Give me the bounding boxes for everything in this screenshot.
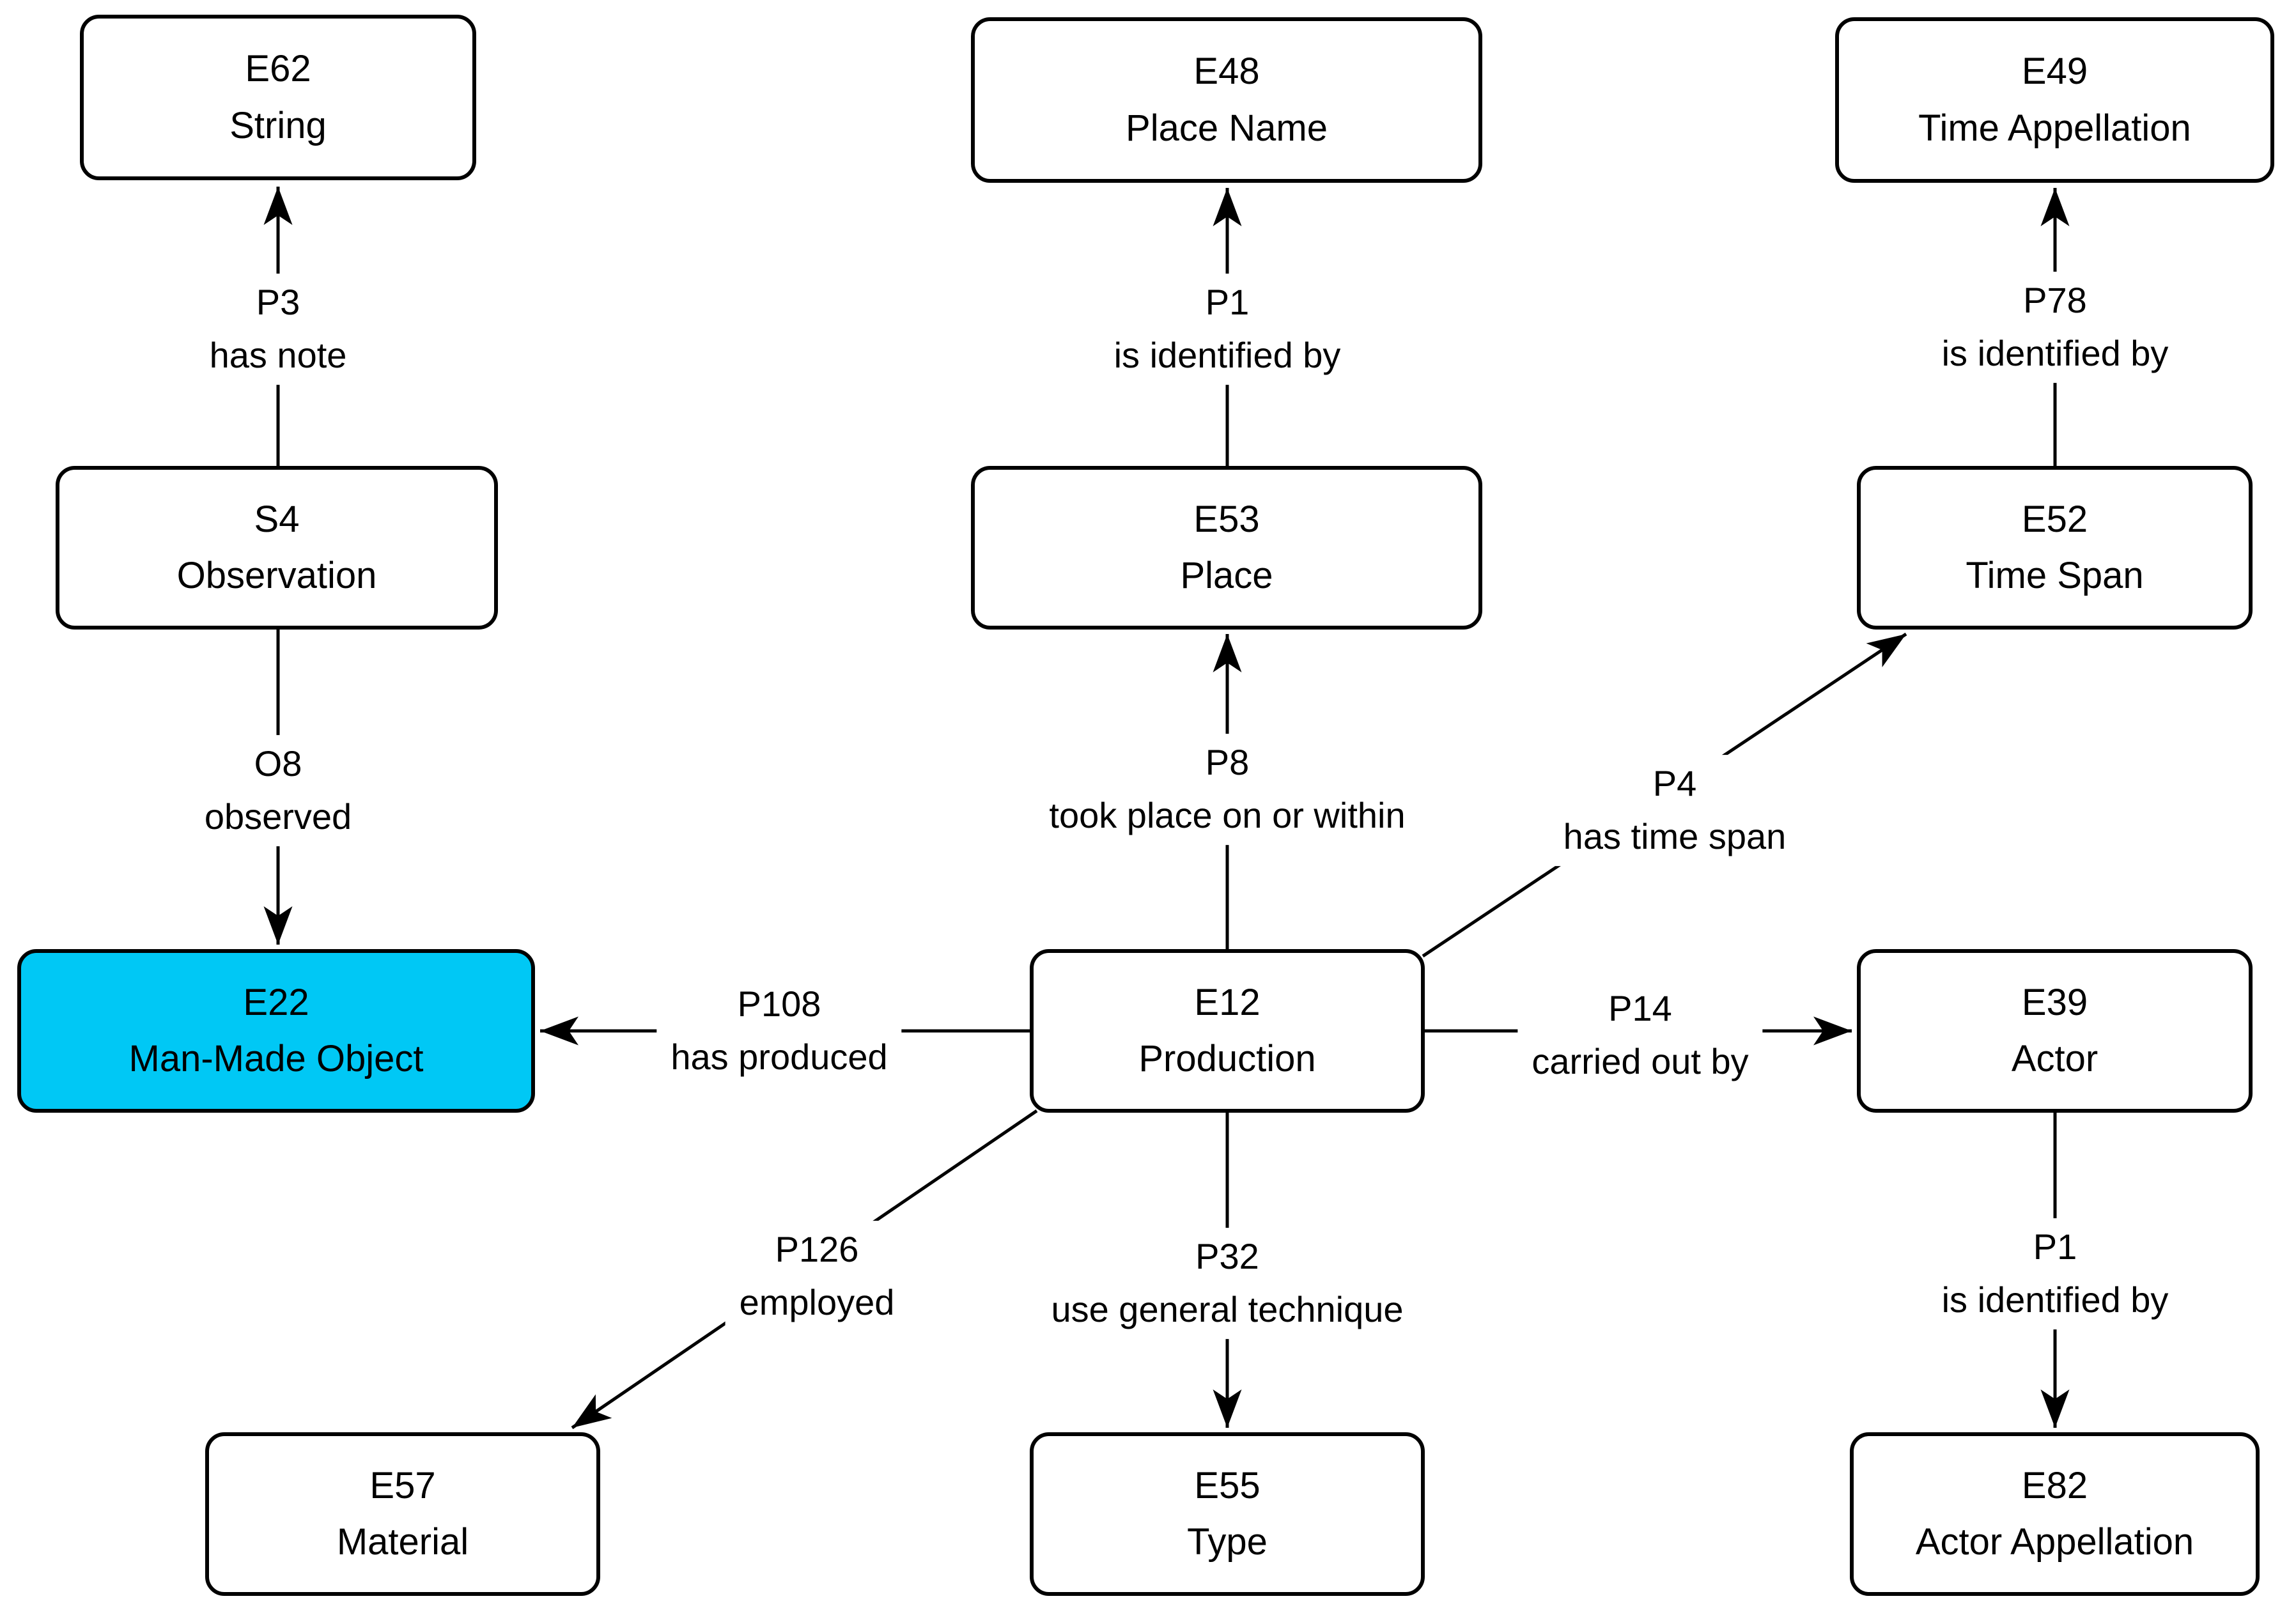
node-code: E62 [245, 48, 311, 90]
edge-text: carried out by [1532, 1041, 1749, 1081]
edge-code: P126 [775, 1229, 859, 1270]
edge-text: has note [209, 335, 347, 375]
node-label: Production [1138, 1038, 1316, 1079]
node-label: Place [1180, 555, 1273, 596]
edge-label-p3-has-note: P3 has note [195, 274, 361, 385]
node-label: Type [1187, 1521, 1268, 1563]
edge-label-p1-actor-is-identified-by: P1 is identified by [1927, 1218, 2183, 1329]
edge-label-p14-carried-out-by: P14 carried out by [1517, 980, 1763, 1091]
edge-label-p1-is-identified-by: P1 is identified by [1099, 274, 1355, 385]
node-code: E12 [1194, 981, 1260, 1023]
node-code: E52 [2021, 498, 2088, 540]
edge-code: P108 [737, 984, 821, 1025]
node-e82-actor-appellation: E82 Actor Appellation [1850, 1432, 2260, 1596]
edge-text: is identified by [1941, 333, 2169, 373]
edge-text: employed [739, 1282, 895, 1322]
edge-code: P1 [2033, 1226, 2077, 1267]
edge-code: O8 [254, 743, 302, 784]
edge-text: observed [204, 796, 352, 837]
edge-code: P8 [1205, 742, 1250, 783]
node-label: Actor [2011, 1038, 2098, 1079]
node-e22-man-made-object: E22 Man-Made Object [17, 949, 535, 1113]
edge-text: is identified by [1941, 1280, 2169, 1320]
edge-label-p8-took-place-on-or-within: P8 took place on or within [1035, 734, 1420, 845]
node-e57-material: E57 Material [205, 1432, 600, 1596]
node-e55-type: E55 Type [1030, 1432, 1425, 1596]
edge-label-p108-has-produced: P108 has produced [656, 975, 902, 1087]
edge-text: has produced [671, 1037, 888, 1077]
edge-text: use general technique [1051, 1289, 1404, 1329]
node-label: Man-Made Object [128, 1038, 424, 1079]
node-label: Actor Appellation [1915, 1521, 2194, 1563]
node-label: Observation [176, 555, 377, 596]
node-code: E39 [2021, 981, 2088, 1023]
node-code: E57 [369, 1464, 436, 1506]
edge-label-o8-observed: O8 observed [190, 735, 366, 846]
edge-label-p126-employed: P126 employed [725, 1221, 909, 1332]
node-e62-string: E62 String [80, 15, 476, 180]
node-code: E55 [1194, 1464, 1260, 1506]
node-label: String [229, 104, 327, 146]
edge-text: took place on or within [1049, 795, 1406, 835]
edge-text: has time span [1563, 816, 1787, 856]
node-code: E48 [1193, 50, 1260, 93]
node-s4-observation: S4 Observation [56, 466, 498, 630]
edge-text: is identified by [1113, 335, 1341, 375]
edge-code: P3 [256, 282, 300, 323]
edge-label-p4-has-time-span: P4 has time span [1549, 755, 1801, 866]
edge-label-p78-is-identified-by: P78 is identified by [1927, 272, 2183, 383]
node-e53-place: E53 Place [971, 466, 1482, 630]
node-label: Time Appellation [1918, 107, 2191, 149]
node-label: Time Span [1966, 555, 2144, 596]
node-label: Material [336, 1521, 469, 1563]
edge-code: P32 [1195, 1236, 1259, 1277]
node-e52-time-span: E52 Time Span [1857, 466, 2253, 630]
node-code: E49 [2021, 50, 2088, 93]
node-code: E53 [1193, 498, 1260, 540]
node-code: E82 [2021, 1464, 2088, 1506]
node-e49-time-appellation: E49 Time Appellation [1835, 17, 2274, 183]
node-e12-production: E12 Production [1030, 949, 1425, 1113]
edge-code: P4 [1652, 763, 1697, 804]
node-code: S4 [254, 498, 300, 540]
node-e48-place-name: E48 Place Name [971, 17, 1482, 183]
edge-label-p32-use-general-technique: P32 use general technique [1037, 1228, 1418, 1339]
node-label: Place Name [1126, 107, 1328, 149]
node-code: E22 [243, 981, 309, 1023]
edge-code: P1 [1205, 282, 1250, 323]
edge-code: P14 [1608, 988, 1672, 1029]
edge-code: P78 [2023, 280, 2087, 321]
node-e39-actor: E39 Actor [1857, 949, 2253, 1113]
